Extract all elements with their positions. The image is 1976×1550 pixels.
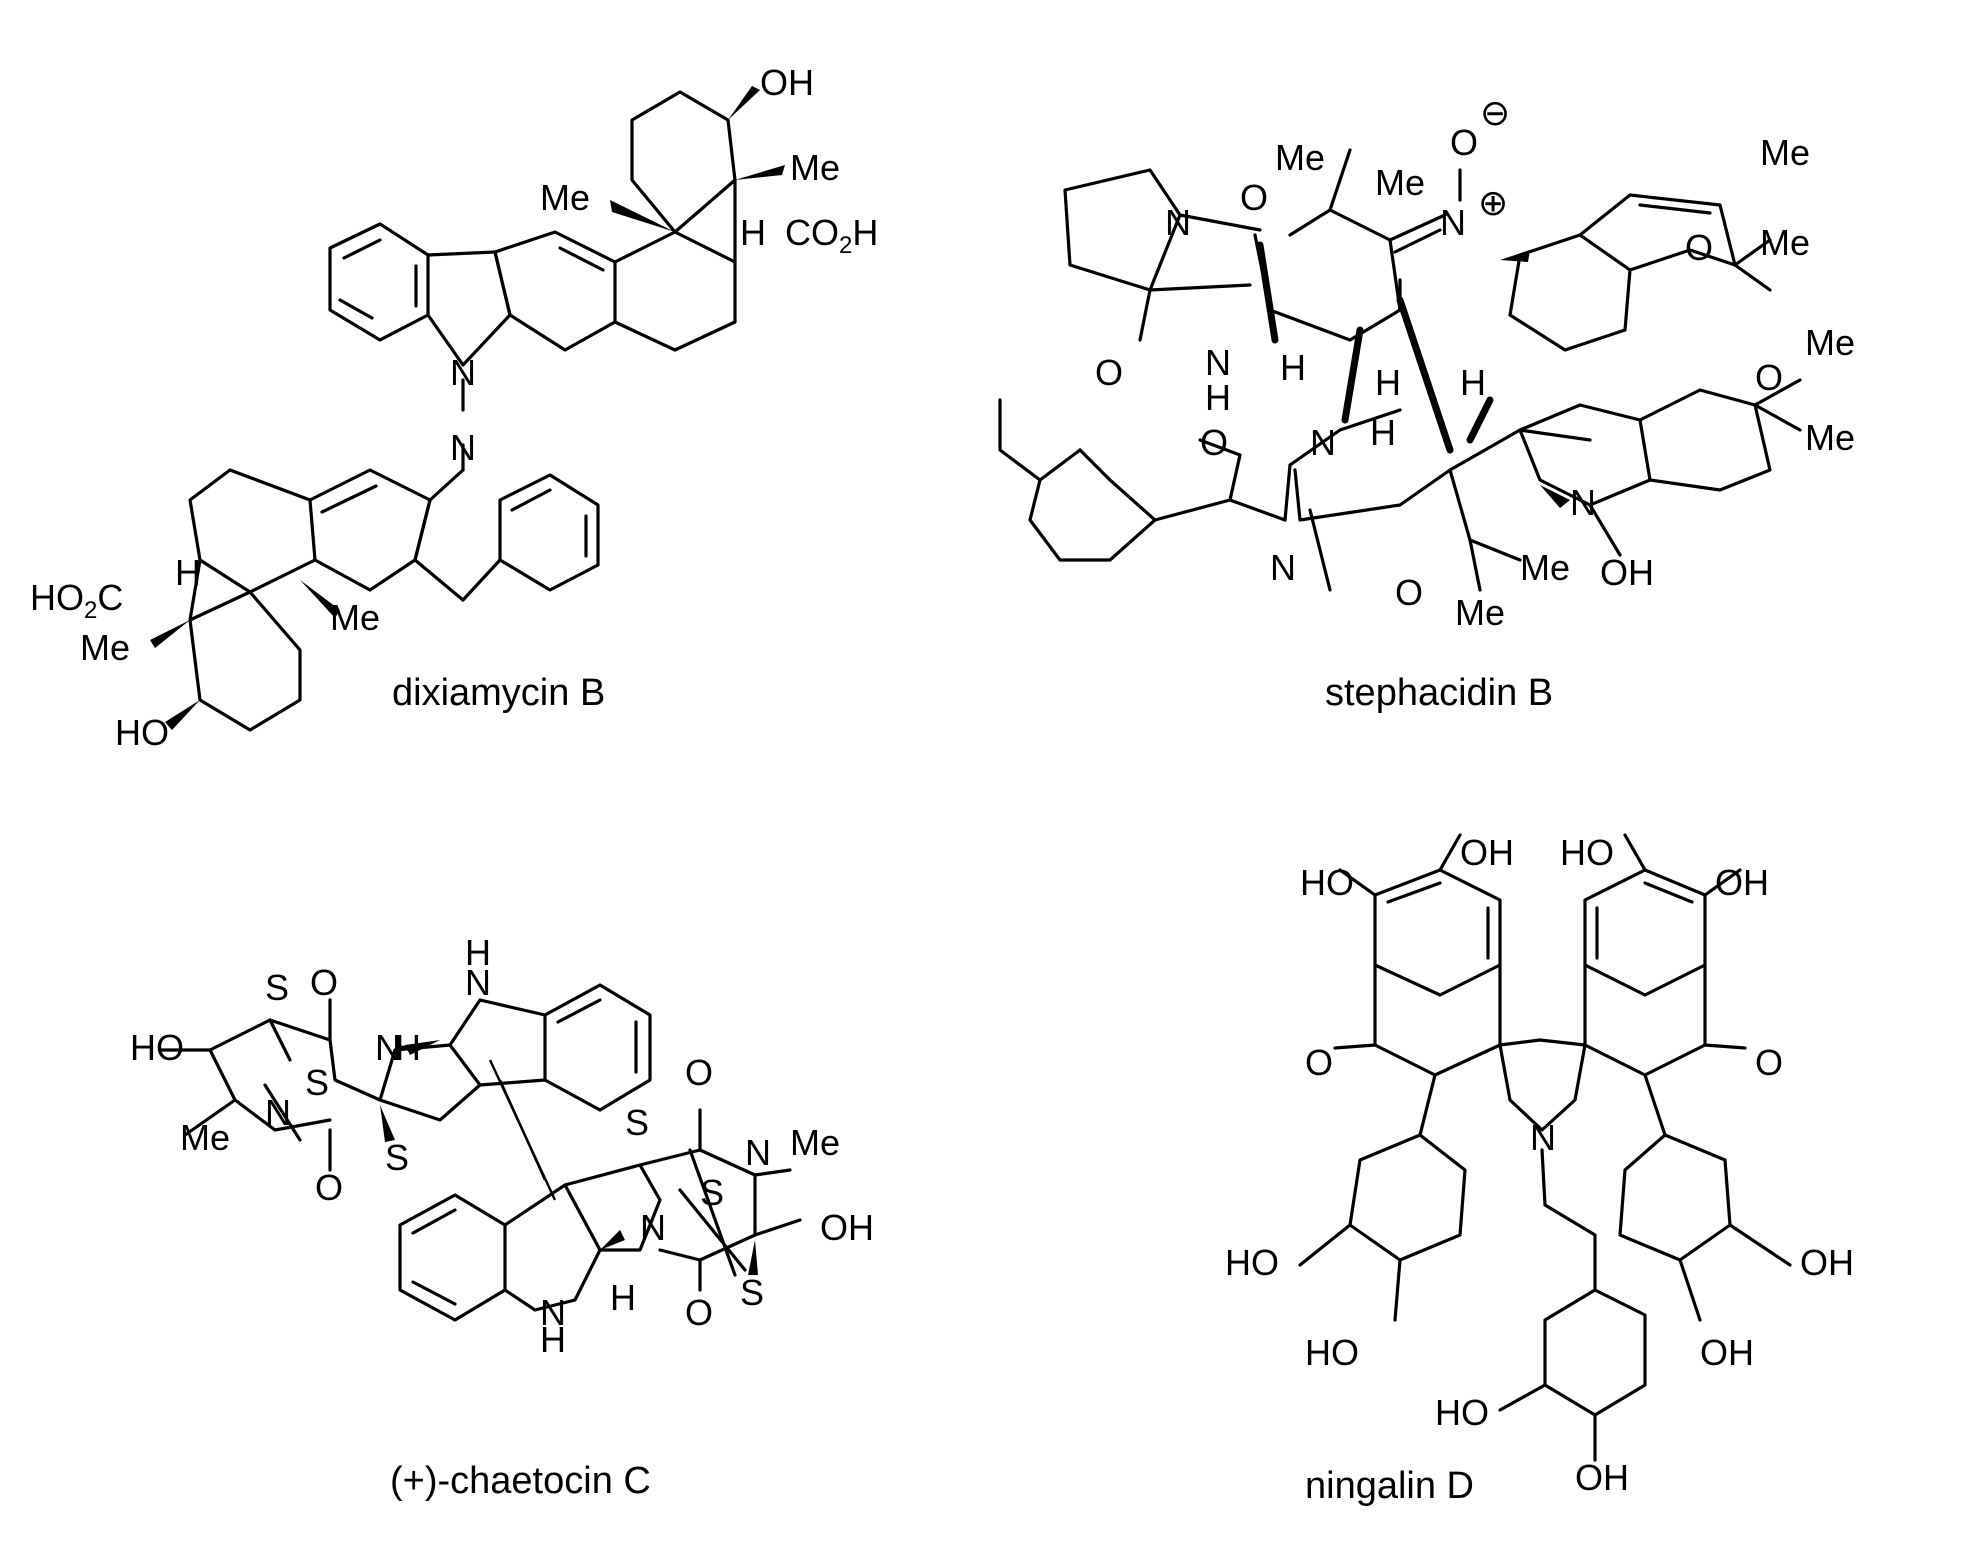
chae-h-left: H <box>395 1027 421 1068</box>
dixi-n-upper: N <box>450 352 476 393</box>
steph-o-mid: O <box>1200 422 1228 463</box>
dixi-ho2c: HO2C <box>30 577 123 624</box>
steph-h-a: H <box>1280 347 1306 388</box>
dixi-me-left: Me <box>540 177 590 218</box>
ning-oh-d: OH <box>1700 1332 1754 1373</box>
chae-s-d: S <box>625 1102 649 1143</box>
steph-n-plus: N <box>1440 202 1466 243</box>
ning-o-left: O <box>1305 1042 1333 1083</box>
steph-n-low: N <box>1270 547 1296 588</box>
stephacidin-b-structure: N O Me Me N ⊕ O ⊖ O Me Me O N H H H H O … <box>998 92 1855 633</box>
steph-o-right: O <box>1755 357 1783 398</box>
steph-o-left: O <box>1095 352 1123 393</box>
chae-s-e: S <box>700 1172 724 1213</box>
steph-h-d: H <box>1370 412 1396 453</box>
steph-minus: ⊖ <box>1480 92 1510 133</box>
steph-me-b: Me <box>1375 162 1425 203</box>
ningalin-d-structure: HO OH HO OH O O N HO HO OH OH HO OH <box>1225 832 1854 1498</box>
steph-n-top: N <box>1165 202 1191 243</box>
steph-plus: ⊕ <box>1478 182 1508 223</box>
chae-o-b: O <box>315 1167 343 1208</box>
ning-oh-c: OH <box>1800 1242 1854 1283</box>
dixiamycin-b-structure: OH Me Me H CO2H N N HO2C H Me Me HO <box>30 62 878 753</box>
ning-oh-a: OH <box>1460 832 1514 873</box>
ning-o-right: O <box>1755 1042 1783 1083</box>
chae-nh-low: N <box>540 1292 566 1333</box>
steph-h-nh: H <box>1205 377 1231 418</box>
chae-h-low: H <box>610 1277 636 1318</box>
steph-me-e: Me <box>1520 547 1570 588</box>
ning-n: N <box>1530 1117 1556 1158</box>
ning-ho-c: HO <box>1225 1242 1279 1283</box>
chae-o-a: O <box>310 962 338 1003</box>
steph-o-top: O <box>1240 177 1268 218</box>
steph-me-d: Me <box>1760 222 1810 263</box>
chae-ho: HO <box>130 1027 184 1068</box>
steph-me-g: Me <box>1805 322 1855 363</box>
dixi-me-ring: Me <box>330 597 380 638</box>
chae-oh: OH <box>820 1207 874 1248</box>
chae-o-d: O <box>685 1292 713 1333</box>
steph-h-b: H <box>1375 362 1401 403</box>
steph-o-ring: O <box>1685 227 1713 268</box>
chae-n-b: N <box>265 1092 291 1133</box>
steph-oh: OH <box>1600 552 1654 593</box>
chae-me-a: Me <box>180 1117 230 1158</box>
chae-s-c: S <box>385 1137 409 1178</box>
steph-me-h: Me <box>1805 417 1855 458</box>
ning-oh-e: OH <box>1575 1457 1629 1498</box>
chae-s-a: S <box>265 967 289 1008</box>
dixi-n-lower: N <box>450 427 476 468</box>
ning-ho-b: HO <box>1560 832 1614 873</box>
steph-o-minus: O <box>1450 122 1478 163</box>
chae-n-a: N <box>375 1027 401 1068</box>
steph-n-mid: N <box>1310 422 1336 463</box>
caption-chaetocin-c: (+)-chaetocin C <box>390 1460 651 1502</box>
caption-ningalin-d: ningalin D <box>1305 1465 1474 1507</box>
ning-ho-a: HO <box>1300 862 1354 903</box>
caption-dixiamycin-b: dixiamycin B <box>392 672 606 714</box>
dixi-ho-low: HO <box>115 712 169 753</box>
chae-h-top: H <box>465 932 491 973</box>
chae-me-b: Me <box>790 1122 840 1163</box>
chae-s-b: S <box>305 1062 329 1103</box>
chae-nh-top: N <box>465 962 491 1003</box>
caption-stephacidin-b: stephacidin B <box>1325 672 1554 714</box>
dixi-oh-top: OH <box>760 62 814 103</box>
steph-n-right: N <box>1570 482 1596 523</box>
dixi-h-top: H <box>740 212 766 253</box>
steph-h-c: H <box>1460 362 1486 403</box>
dixi-co2h: CO2H <box>785 212 878 259</box>
ning-oh-b: OH <box>1715 862 1769 903</box>
steph-me-c: Me <box>1760 132 1810 173</box>
steph-o-low: O <box>1395 572 1423 613</box>
chae-o-c: O <box>685 1052 713 1093</box>
ning-ho-e: HO <box>1435 1392 1489 1433</box>
chae-h-nh: H <box>540 1319 566 1360</box>
dixi-me-low: Me <box>80 627 130 668</box>
ning-ho-d: HO <box>1305 1332 1359 1373</box>
dixi-h-low: H <box>175 552 201 593</box>
chaetocin-c-structure: N H H O S N S HO N Me S O O S N Me S N O… <box>130 932 874 1360</box>
chae-n-c: N <box>745 1132 771 1173</box>
dixi-me-top: Me <box>790 147 840 188</box>
steph-me-f: Me <box>1455 592 1505 633</box>
chae-s-f: S <box>740 1272 764 1313</box>
chae-n-d: N <box>640 1207 666 1248</box>
steph-nh: N <box>1205 342 1231 383</box>
steph-me-a: Me <box>1275 137 1325 178</box>
